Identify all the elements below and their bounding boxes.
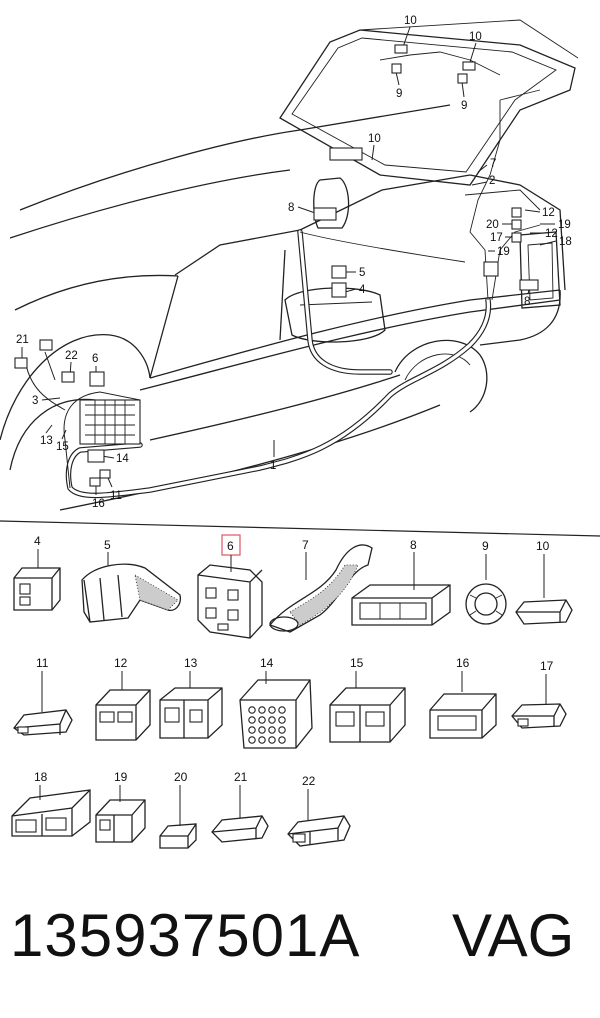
svg-text:8: 8 xyxy=(410,538,417,552)
svg-text:15: 15 xyxy=(350,656,364,670)
callout-20: 20 xyxy=(486,219,499,231)
vehicle-components xyxy=(14,44,539,487)
svg-text:13: 13 xyxy=(184,656,198,670)
catalog-item-20[interactable]: 20 xyxy=(159,770,197,849)
svg-text:14: 14 xyxy=(260,656,274,670)
catalog-item-14[interactable]: 14 xyxy=(239,656,313,749)
wiring-harness xyxy=(24,51,541,499)
catalog-item-7[interactable]: 7 xyxy=(268,538,373,633)
catalog-item-17[interactable]: 17 xyxy=(511,659,567,729)
catalog-item-9[interactable]: 9 xyxy=(465,539,507,625)
svg-text:9: 9 xyxy=(482,539,489,553)
catalog-item-6[interactable]: 6 xyxy=(197,534,263,639)
catalog-item-10[interactable]: 10 xyxy=(515,539,573,625)
catalog-item-12[interactable]: 12 xyxy=(95,656,151,741)
callout-12-lower: 12 xyxy=(545,228,558,240)
parts-diagram: 10 10 9 9 10 7 2 8 12 20 19 17 12 19 18 … xyxy=(0,15,600,849)
callout-10-right: 10 xyxy=(469,31,482,43)
catalog-item-11[interactable]: 11 xyxy=(13,656,73,736)
callout-4: 4 xyxy=(359,284,366,296)
callout-9-right: 9 xyxy=(461,100,467,112)
callout-1: 1 xyxy=(270,460,276,472)
callout-11: 11 xyxy=(110,490,122,502)
connector-14-pin-grid xyxy=(248,706,286,744)
catalog-item-16[interactable]: 16 xyxy=(429,656,497,739)
svg-text:7: 7 xyxy=(302,538,309,552)
callout-8-right: 8 xyxy=(524,296,530,308)
callout-21: 21 xyxy=(16,334,29,346)
callout-13: 13 xyxy=(40,435,53,447)
callout-3: 3 xyxy=(32,395,38,407)
callout-10-mid: 10 xyxy=(368,133,381,145)
callout-15: 15 xyxy=(56,441,69,453)
svg-text:17: 17 xyxy=(540,659,554,673)
separator-line xyxy=(0,520,600,537)
svg-text:18: 18 xyxy=(34,770,48,784)
catalog-item-13[interactable]: 13 xyxy=(159,656,223,739)
callout-10-top: 10 xyxy=(404,15,417,27)
catalog-item-8[interactable]: 8 xyxy=(351,538,451,626)
svg-text:5: 5 xyxy=(104,538,111,552)
catalog-item-4[interactable]: 4 xyxy=(13,534,61,611)
svg-text:11: 11 xyxy=(36,656,49,670)
catalog-item-15[interactable]: 15 xyxy=(329,656,406,743)
svg-text:4: 4 xyxy=(34,534,41,548)
brand-label: VAG xyxy=(452,902,575,969)
catalog-item-5[interactable]: 5 xyxy=(81,538,181,623)
callout-17: 17 xyxy=(490,232,503,244)
svg-text:19: 19 xyxy=(114,770,128,784)
svg-text:12: 12 xyxy=(114,656,128,670)
callout-12-upper: 12 xyxy=(542,207,555,219)
callout-19-lower: 19 xyxy=(497,246,510,258)
footer: 135937501A VAG xyxy=(0,896,600,976)
callout-18: 18 xyxy=(559,236,572,248)
svg-text:20: 20 xyxy=(174,770,188,784)
catalog-item-18[interactable]: 18 xyxy=(11,770,91,837)
part-number: 135937501A xyxy=(10,902,361,969)
callout-7: 7 xyxy=(490,158,496,170)
catalog-item-22[interactable]: 22 xyxy=(287,774,351,847)
callout-8-left: 8 xyxy=(288,202,294,214)
catalog-item-19[interactable]: 19 xyxy=(95,770,146,843)
callout-5: 5 xyxy=(359,267,365,279)
svg-text:6: 6 xyxy=(227,539,234,553)
callout-22: 22 xyxy=(65,350,78,362)
svg-text:21: 21 xyxy=(234,770,248,784)
svg-text:10: 10 xyxy=(536,539,550,553)
callout-2: 2 xyxy=(489,175,495,187)
svg-text:22: 22 xyxy=(302,774,316,788)
callout-14: 14 xyxy=(116,453,129,465)
callout-19-upper: 19 xyxy=(558,219,571,231)
svg-text:16: 16 xyxy=(456,656,470,670)
callout-6: 6 xyxy=(92,353,98,365)
callout-16: 16 xyxy=(92,498,105,510)
callout-9-left: 9 xyxy=(396,88,402,100)
vehicle-callouts: 10 10 9 9 10 7 2 8 12 20 19 17 12 19 18 … xyxy=(16,15,572,510)
catalog-item-21[interactable]: 21 xyxy=(211,770,269,843)
